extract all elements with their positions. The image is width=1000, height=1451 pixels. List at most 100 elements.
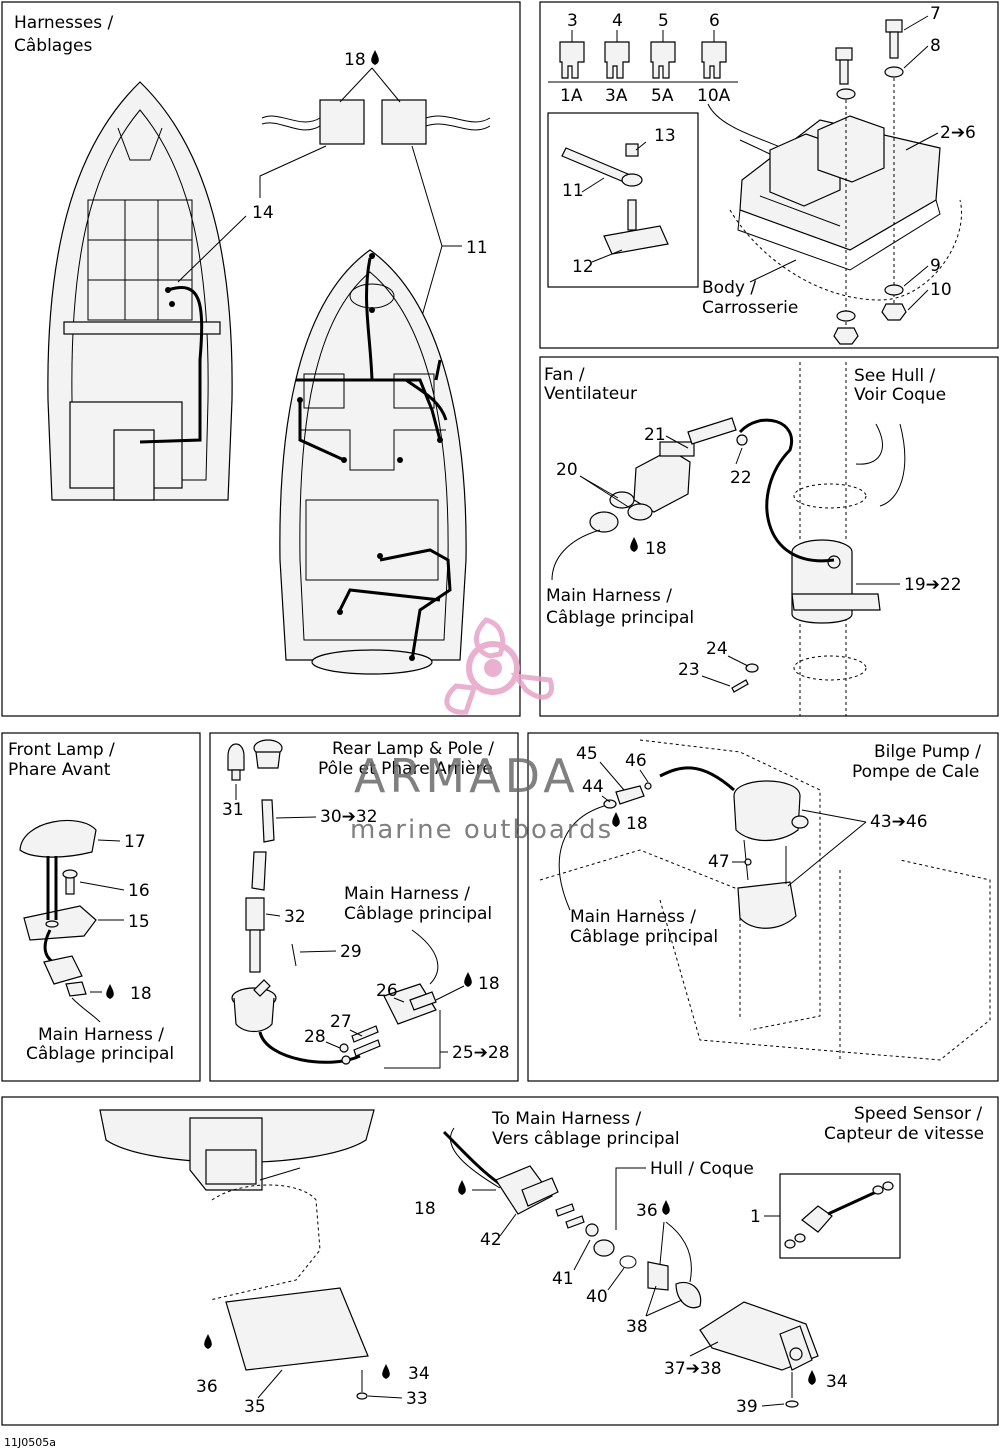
- fuse-set: 3 4 5 6 1A 3A 5A 10A: [548, 11, 738, 106]
- callout-36-sensor: 36: [636, 1201, 658, 1221]
- callout-16: 16: [128, 881, 150, 901]
- harnesses-panel: [1, 1, 521, 717]
- grease-drop-icon: [106, 984, 114, 999]
- callout-34-transom: 34: [408, 1364, 430, 1384]
- fuse-10a-icon: [701, 41, 727, 79]
- callout-18-top: 18: [344, 50, 366, 70]
- callout-9: 9: [930, 256, 941, 276]
- speed-sensor-hardware-illustration: [784, 1181, 894, 1249]
- connector-18-illustration: [261, 99, 491, 145]
- callout-21: 21: [644, 425, 666, 445]
- callout-24: 24: [706, 639, 728, 659]
- watermark-brand: ARMADA: [354, 749, 579, 803]
- rear-main-harness-line2: Câblage principal: [344, 904, 492, 924]
- callout-29: 29: [340, 942, 362, 962]
- callout-1: 1: [750, 1207, 761, 1227]
- callout-43-46: 43➔46: [870, 812, 928, 832]
- callout-35: 35: [244, 1397, 266, 1417]
- fan-illustration: [589, 362, 881, 716]
- front-lamp-title-line1: Front Lamp /: [8, 740, 115, 760]
- front-lamp-illustration: [19, 819, 97, 997]
- callout-14: 14: [252, 203, 274, 223]
- fan-panel: [539, 356, 999, 717]
- callout-10: 10: [930, 280, 952, 300]
- grease-drop-icon: [808, 1370, 816, 1385]
- callout-30-32: 30➔32: [320, 807, 378, 827]
- see-hull-line1: See Hull /: [854, 366, 936, 386]
- fuse-3a-icon: [604, 41, 630, 79]
- bilge-hull-illustration: [539, 739, 991, 1061]
- grease-drop-icon: [630, 537, 638, 552]
- callout-18-fan: 18: [645, 539, 667, 559]
- speed-sensor-inset: [779, 1173, 901, 1259]
- callout-27: 27: [330, 1012, 352, 1032]
- callout-18-rear: 18: [478, 974, 500, 994]
- callout-38-parts: 38: [626, 1317, 648, 1337]
- body-label-line2: Carrosserie: [702, 298, 798, 318]
- fan-main-harness-line1: Main Harness /: [546, 586, 672, 606]
- callout-42: 42: [480, 1230, 502, 1250]
- callout-33: 33: [406, 1389, 428, 1409]
- callout-12: 12: [572, 257, 594, 277]
- grease-drop-icon: [464, 972, 472, 987]
- grease-drop-icon: [371, 50, 379, 65]
- fuse-rating-1a: 1A: [560, 86, 583, 106]
- callout-45: 45: [576, 744, 598, 764]
- ground-stud-illustration: [561, 141, 669, 263]
- boat-top-view-illustration: [47, 81, 233, 501]
- harnesses-title-line2: Câblages: [14, 36, 92, 56]
- ground-stud-inset: [547, 112, 699, 288]
- to-main-harness-line2: Vers câblage principal: [492, 1129, 680, 1149]
- grease-drop-icon: [204, 1334, 212, 1349]
- to-main-harness-line1: To Main Harness /: [491, 1109, 642, 1129]
- fuse-box-panel: [539, 1, 999, 349]
- bilge-title-line2: Pompe de Cale: [852, 762, 979, 782]
- rear-lamp-title-line1: Rear Lamp & Pole /: [332, 739, 494, 759]
- hull-label: Hull / Coque: [650, 1159, 754, 1179]
- hardware-7-10: [833, 19, 907, 345]
- transom-hull-illustration: [99, 1109, 375, 1400]
- callout-19-22: 19➔22: [904, 575, 962, 595]
- callout-15: 15: [128, 912, 150, 932]
- callout-40: 40: [586, 1287, 608, 1307]
- fuse-rating-3a: 3A: [605, 86, 628, 106]
- see-hull-line2: Voir Coque: [854, 385, 946, 405]
- bilge-title-line1: Bilge Pump /: [874, 742, 981, 762]
- callout-11-ground: 11: [562, 181, 584, 201]
- boat-harness-layout-illustration: [279, 249, 467, 675]
- grease-drop-icon: [662, 1200, 670, 1215]
- body-label-line1: Body /: [702, 278, 756, 298]
- bilge-main-harness-line2: Câblage principal: [570, 927, 718, 947]
- speed-sensor-illustration: [442, 1127, 819, 1408]
- rear-main-harness-line1: Main Harness /: [344, 884, 470, 904]
- callout-28: 28: [304, 1027, 326, 1047]
- callout-18-bilge: 18: [626, 814, 648, 834]
- callout-46: 46: [625, 751, 647, 771]
- callout-34-sensor: 34: [826, 1372, 848, 1392]
- fuse-rating-10a: 10A: [697, 86, 731, 106]
- callout-32: 32: [284, 907, 306, 927]
- callout-22: 22: [730, 468, 752, 488]
- grease-drop-icon: [458, 1180, 466, 1195]
- callout-13: 13: [654, 126, 676, 146]
- fan-title-line1: Fan /: [544, 365, 585, 385]
- fuse-5a-icon: [650, 41, 676, 79]
- front-main-harness-line1: Main Harness /: [38, 1025, 164, 1045]
- callout-47: 47: [708, 852, 730, 872]
- armada-watermark: ARMADA marine outboards: [350, 617, 611, 845]
- callout-5: 5: [658, 11, 669, 31]
- bilge-main-harness-line1: Main Harness /: [570, 907, 696, 927]
- speed-sensor-panel: [1, 1096, 999, 1426]
- callout-39: 39: [736, 1397, 758, 1417]
- fan-title-line2: Ventilateur: [544, 384, 637, 404]
- callout-4: 4: [612, 11, 623, 31]
- callout-41: 41: [552, 1269, 574, 1289]
- grease-drop-icon: [612, 812, 620, 827]
- callout-18-speed: 18: [414, 1199, 436, 1219]
- rear-lamp-panel: [209, 732, 519, 1082]
- fan-main-harness-line2: Câblage principal: [546, 608, 694, 628]
- callout-25-28: 25➔28: [452, 1043, 510, 1063]
- callout-6: 6: [709, 11, 720, 31]
- harnesses-title-line1: Harnesses /: [14, 13, 114, 33]
